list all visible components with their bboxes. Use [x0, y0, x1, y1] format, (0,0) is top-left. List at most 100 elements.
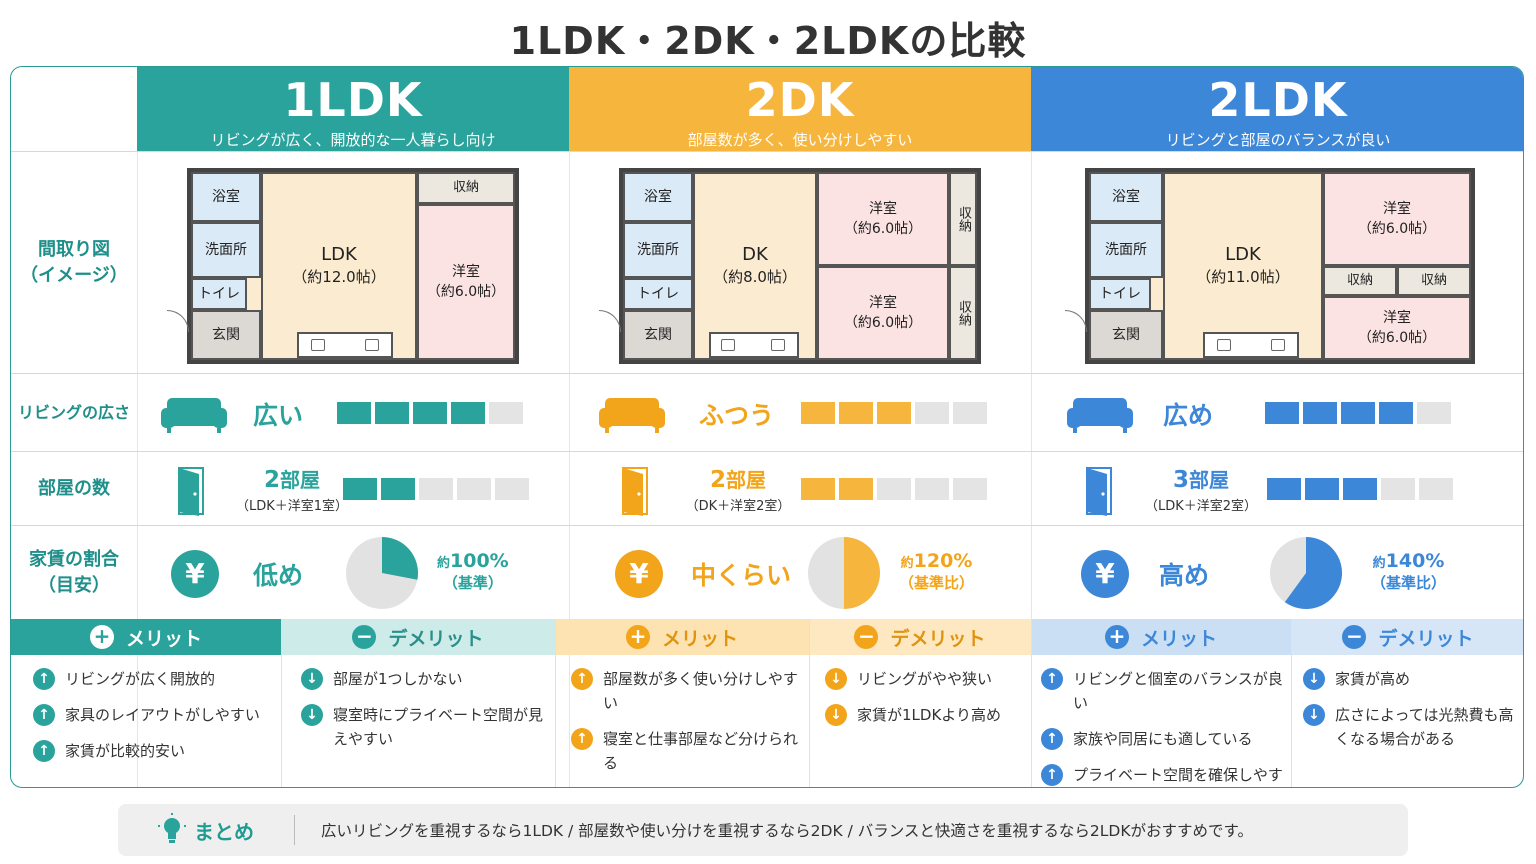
room-toilet: トイレ	[623, 278, 693, 310]
room-western-1: 洋室 （約6.0帖）	[817, 172, 949, 266]
rent-percent: 約140% （基準比）	[1371, 550, 1447, 592]
minus-icon: −	[854, 625, 879, 649]
level-bar-segment	[839, 402, 873, 424]
list-item: ↑部屋数が多く使い分けしやすい	[571, 667, 807, 715]
level-bar-segment	[1341, 402, 1375, 424]
level-bar-segment	[1303, 402, 1337, 424]
level-bar-segment	[877, 478, 911, 500]
living-level-bars	[801, 402, 987, 424]
room-western: 洋室 （約6.0帖）	[417, 204, 515, 360]
header-1ldk: 1LDK リビングが広く、開放的な一人暮らし向け	[137, 67, 569, 151]
list-item: ↑家族や同居にも適している	[1041, 727, 1289, 751]
arrow-up-icon: ↑	[33, 740, 55, 762]
floorplan-row: 浴室 洗面所 トイレ 玄関 LDK （約12.0帖） 収納 洋室 （約6.0帖）	[137, 151, 569, 373]
floorplan-1ldk: 浴室 洗面所 トイレ 玄関 LDK （約12.0帖） 収納 洋室 （約6.0帖）	[187, 168, 519, 364]
living-row: 広い	[137, 373, 569, 451]
level-bar-segment	[915, 478, 949, 500]
living-level-bars	[337, 402, 523, 424]
arrow-up-icon: ↑	[1041, 764, 1063, 786]
yen-icon: ¥	[615, 550, 663, 598]
yen-icon: ¥	[1081, 550, 1129, 598]
header-2dk: 2DK 部屋数が多く、使い分けしやすい	[569, 67, 1031, 151]
list-item-text: 収納スペースを確保しやすい	[603, 787, 796, 788]
list-item-text: 広さによっては光熱費も高くなる場合がある	[1335, 706, 1514, 748]
row-label-living: リビングの広さ	[11, 373, 137, 451]
arrow-up-icon: ↑	[571, 728, 593, 750]
living-row: 広め	[1031, 373, 1523, 451]
yen-icon: ¥	[171, 550, 219, 598]
arrow-down-icon: ↓	[1303, 668, 1325, 690]
level-bar-segment	[419, 478, 453, 500]
list-item-text: 家賃が1LDKより高め	[857, 706, 1001, 724]
pie-slice	[844, 537, 880, 609]
level-bar-segment	[413, 402, 447, 424]
list-item: ↓広さによっては光熱費も高くなる場合がある	[1303, 703, 1519, 751]
level-bar-segment	[495, 478, 529, 500]
summary-label: まとめ	[194, 819, 254, 844]
arrow-up-icon: ↑	[1041, 728, 1063, 750]
room-entry: 玄関	[623, 310, 693, 360]
kitchen-icon	[1203, 332, 1299, 358]
rent-level-label: 高め	[1159, 561, 1210, 590]
level-bar-segment	[337, 402, 371, 424]
room-toilet: トイレ	[1089, 278, 1151, 310]
sofa-icon	[161, 398, 227, 433]
room-storage-1: 収納	[1323, 266, 1397, 296]
living-level-label: ふつう	[699, 401, 775, 430]
merit-list-1ldk: ↑リビングが広く開放的↑家具のレイアウトがしやすい↑家賃が比較的安い	[33, 655, 277, 787]
room-wash: 洗面所	[1089, 222, 1163, 278]
merits-header-1ldk: +メリット	[11, 619, 281, 655]
plus-icon: +	[1104, 625, 1129, 649]
summary-text: 広いリビングを重視するなら1LDK / 部屋数や使い分けを重視するなら2DK /…	[321, 822, 1253, 840]
rooms-row: 2部屋 （DK＋洋室2室）	[569, 451, 1031, 525]
room-bath: 浴室	[191, 172, 261, 222]
arrow-up-icon: ↑	[1041, 668, 1063, 690]
living-level-label: 広い	[253, 401, 304, 430]
pie-slice	[1284, 537, 1343, 609]
demerit-list-2dk: ↓ リビングがやや狭い ↓家賃が1LDKより高め	[825, 655, 1029, 787]
floorplan-row: 浴室 洗面所 トイレ 玄関 LDK （約11.0帖） 洋室 （約6.0帖） 収納…	[1031, 151, 1523, 373]
door-icon	[1086, 467, 1112, 516]
header-2ldk: 2LDK リビングと部屋のバランスが良い	[1031, 67, 1523, 151]
room-storage: 収納	[417, 172, 515, 204]
arrow-up-icon: ↑	[571, 668, 593, 690]
room-count: 2部屋 （LDK＋洋室1室）	[235, 467, 349, 514]
page-title: 1LDK・2DK・2LDKの比較	[509, 19, 1027, 63]
rent-pie-chart	[1270, 537, 1343, 609]
rent-row: ¥ 低め 約100% （基準）	[137, 525, 569, 619]
room-storage-1: 収納	[949, 172, 977, 266]
merit-list-2dk: ↑部屋数が多く使い分けしやすい↑寝室と仕事部屋など分けられる↑収納スペースを確保…	[571, 655, 807, 787]
row-label-rooms: 部屋の数	[11, 451, 137, 525]
level-bar-segment	[381, 478, 415, 500]
plan-name: 1LDK	[283, 73, 423, 127]
demerit-list-2ldk: ↓家賃が高め↓広さによっては光熱費も高くなる場合がある	[1303, 655, 1519, 787]
column-2ldk: 2LDK リビングと部屋のバランスが良い 浴室 洗面所 トイレ 玄関 LDK （…	[1031, 67, 1523, 787]
rent-pie-chart	[808, 537, 880, 609]
rooms-row: 2部屋 （LDK＋洋室1室）	[137, 451, 569, 525]
level-bar-segment	[1267, 478, 1301, 500]
rent-level-label: 中くらい	[691, 561, 792, 590]
living-level-bars	[1265, 402, 1451, 424]
level-bar-segment	[451, 402, 485, 424]
rent-level-label: 低め	[253, 561, 304, 590]
room-ldk: LDK （約12.0帖）	[261, 172, 417, 360]
list-item-text: リビングがやや狭い	[857, 670, 993, 688]
list-item: ↓家賃が高め	[1303, 667, 1519, 691]
list-item: ↑収納スペースを確保しやすい	[571, 787, 807, 788]
sofa-icon	[1067, 398, 1133, 433]
rent-percent: 約100% （基準）	[437, 550, 509, 592]
room-storage-2: 収納	[949, 266, 977, 360]
room-bath: 浴室	[1089, 172, 1163, 222]
room-bath: 浴室	[623, 172, 693, 222]
sofa-icon	[599, 398, 665, 433]
floorplan-2dk: 浴室 洗面所 トイレ 玄関 DK （約8.0帖） 洋室 （約6.0帖） 洋室 （…	[619, 168, 981, 364]
arrow-down-icon: ↓	[825, 668, 847, 690]
list-item: ↓家賃が1LDKより高め	[825, 703, 1029, 727]
list-item: ↑寝室と仕事部屋など分けられる	[571, 727, 807, 775]
level-bar-segment	[1417, 402, 1451, 424]
list-item: ↑プライベート空間を確保しやすい	[1041, 763, 1289, 787]
plan-subtitle: リビングと部屋のバランスが良い	[1165, 131, 1391, 149]
level-bar-segment	[1419, 478, 1453, 500]
list-item: ↓ リビングがやや狭い	[825, 667, 1029, 691]
room-dk: DK （約8.0帖）	[693, 172, 817, 360]
